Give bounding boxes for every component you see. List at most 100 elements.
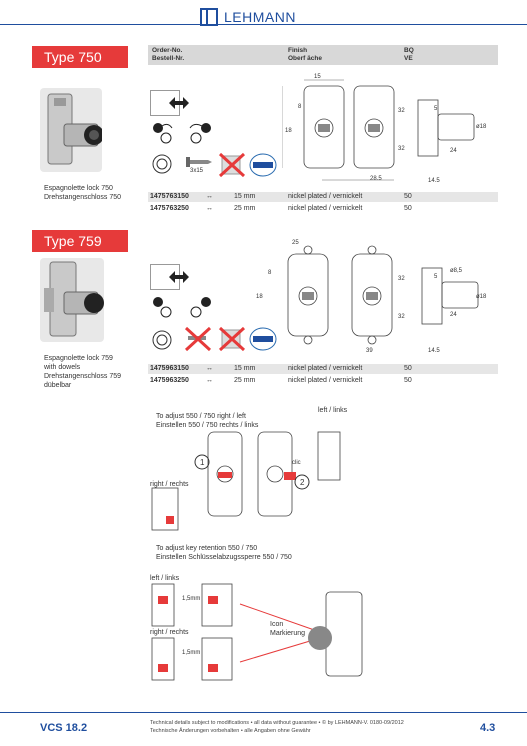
- series-label: VCS 18.2: [40, 722, 88, 734]
- retention-title-de: Einstellen Schlüsselabzugssperre 550 / 7…: [156, 554, 292, 561]
- arrow-icon: ↔: [206, 377, 213, 384]
- key-turn-right-icon: [184, 120, 216, 146]
- dim-32-b: 32: [398, 146, 405, 152]
- double-arrow-icon: [150, 90, 189, 116]
- caption-750-en: Espagnolette lock 750: [44, 185, 113, 192]
- key-turn-right-icon: [184, 294, 216, 320]
- order-code: 1475763250: [150, 205, 189, 212]
- table-row-759-2: 1475963250 ↔ 25 mm nickel plated / verni…: [148, 376, 498, 386]
- dim-18: 18: [256, 294, 263, 300]
- adjust-title-en: To adjust 550 / 750 right / left: [156, 413, 246, 420]
- table-row-759-1: 1475963150 ↔ 15 mm nickel plated / verni…: [148, 364, 498, 374]
- order-code: 1475963250: [150, 377, 189, 384]
- dim-d18: ø18: [476, 294, 487, 300]
- dim-18: 18: [285, 128, 292, 134]
- retention-title-en: To adjust key retention 550 / 750: [156, 545, 258, 552]
- screw-size: 3x15: [190, 168, 204, 174]
- header-finish: Finish: [288, 47, 308, 54]
- drawing-759: [287, 245, 479, 345]
- dim-24: 24: [450, 148, 457, 154]
- double-arrow-icon: [150, 264, 189, 290]
- length: 25 mm: [234, 205, 256, 212]
- caption-759-en: Espagnolette lock 759: [44, 355, 113, 362]
- dim-8: 8: [298, 104, 302, 110]
- table-header-750: Order-No. Bestell-Nr. Finish Oberf äche …: [148, 45, 498, 65]
- caption-759-de-2: dübelbar: [44, 382, 72, 389]
- bq: 50: [404, 193, 412, 200]
- dim-5: 5: [434, 106, 438, 112]
- dim-28-5: 28.5: [370, 176, 382, 182]
- footer-note-en: Technical details subject to modificatio…: [150, 720, 404, 726]
- adjust-drawing: [151, 431, 341, 531]
- type-750-title: Type 750: [32, 46, 128, 68]
- step-2: 2: [300, 478, 305, 487]
- dim-25: 25: [292, 240, 299, 246]
- retention-right-label: right / rechts: [150, 629, 189, 636]
- cylinder-icon: [150, 152, 178, 176]
- retention-mm-1: 1,5mm: [182, 596, 201, 602]
- finish: nickel plated / vernickelt: [288, 377, 363, 384]
- order-code: 1475763150: [150, 193, 189, 200]
- footer-note-de: Technische Änderungen vorbehalten • alle…: [150, 728, 311, 734]
- table-row-750-2: 1475763250 ↔ 25 mm nickel plated / verni…: [148, 204, 498, 214]
- lock-750-image: [47, 93, 102, 165]
- header-finish-de: Oberf äche: [288, 55, 322, 62]
- caption-750-de: Drehstangenschloss 750: [44, 194, 122, 201]
- product-photo-750: [40, 88, 102, 172]
- bq: 50: [404, 377, 412, 384]
- table-row-750-1: 1475763150 ↔ 15 mm nickel plated / verni…: [148, 192, 498, 202]
- adjust-left-label: left / links: [318, 407, 348, 414]
- icon-label-de: Markierung: [270, 630, 306, 637]
- no-drill-icon: [218, 152, 246, 178]
- length: 15 mm: [234, 365, 256, 372]
- arrow-icon: ↔: [206, 365, 213, 372]
- header-order-no: Order-No.: [152, 47, 183, 54]
- cylinder-icon: [150, 328, 178, 352]
- bq: 50: [404, 365, 412, 372]
- arrow-icon: ↔: [206, 193, 213, 200]
- retention-drawing: [151, 583, 363, 681]
- clic-label: clic: [292, 460, 301, 466]
- length: 15 mm: [234, 193, 256, 200]
- dim-15: 15: [314, 74, 321, 80]
- adjust-right-label: right / rechts: [150, 481, 189, 488]
- key-turn-left-icon: [150, 294, 182, 320]
- brand-name: LEHMANN: [224, 9, 296, 25]
- type-759-title: Type 759: [32, 230, 128, 252]
- drawing-750: [282, 79, 475, 181]
- dim-8: 8: [268, 270, 272, 276]
- dim-39: 39: [366, 348, 373, 354]
- step-1: 1: [200, 458, 205, 467]
- footer-rule: [0, 712, 527, 713]
- no-drill-icon: [218, 326, 246, 352]
- arrow-icon: ↔: [206, 205, 213, 212]
- header-ve: VE: [404, 55, 413, 62]
- dim-d8-5: ø8,5: [450, 268, 463, 274]
- dim-24: 24: [450, 312, 457, 318]
- brand-logo: LEHMANN: [200, 8, 296, 26]
- length: 25 mm: [234, 377, 256, 384]
- dim-14-5: 14.5: [428, 178, 440, 184]
- no-screw-icon: [184, 326, 212, 352]
- icon-label-en: Icon: [270, 621, 284, 628]
- header-rule: [0, 24, 527, 25]
- adjust-title-de: Einstellen 550 / 750 rechts / links: [156, 422, 259, 429]
- quality-seal-icon: [248, 326, 278, 352]
- key-turn-left-icon: [150, 120, 182, 146]
- caption-759-en-2: with dowels: [44, 364, 81, 371]
- lock-759-image: [44, 261, 104, 337]
- finish: nickel plated / vernickelt: [288, 193, 363, 200]
- header-order-no-de: Bestell-Nr.: [152, 55, 185, 62]
- dim-14-5: 14.5: [428, 348, 440, 354]
- quality-seal-icon: [248, 152, 278, 178]
- finish: nickel plated / vernickelt: [288, 205, 363, 212]
- finish: nickel plated / vernickelt: [288, 365, 363, 372]
- dim-32-a: 32: [398, 276, 405, 282]
- page-number: 4.3: [480, 722, 496, 734]
- product-photo-759: [40, 258, 104, 342]
- dim-d18: ø18: [476, 124, 487, 130]
- dim-5: 5: [434, 274, 438, 280]
- caption-759-de: Drehstangenschloss 759: [44, 373, 122, 380]
- lehmann-logo-icon: [200, 8, 218, 26]
- dim-32-b: 32: [398, 314, 405, 320]
